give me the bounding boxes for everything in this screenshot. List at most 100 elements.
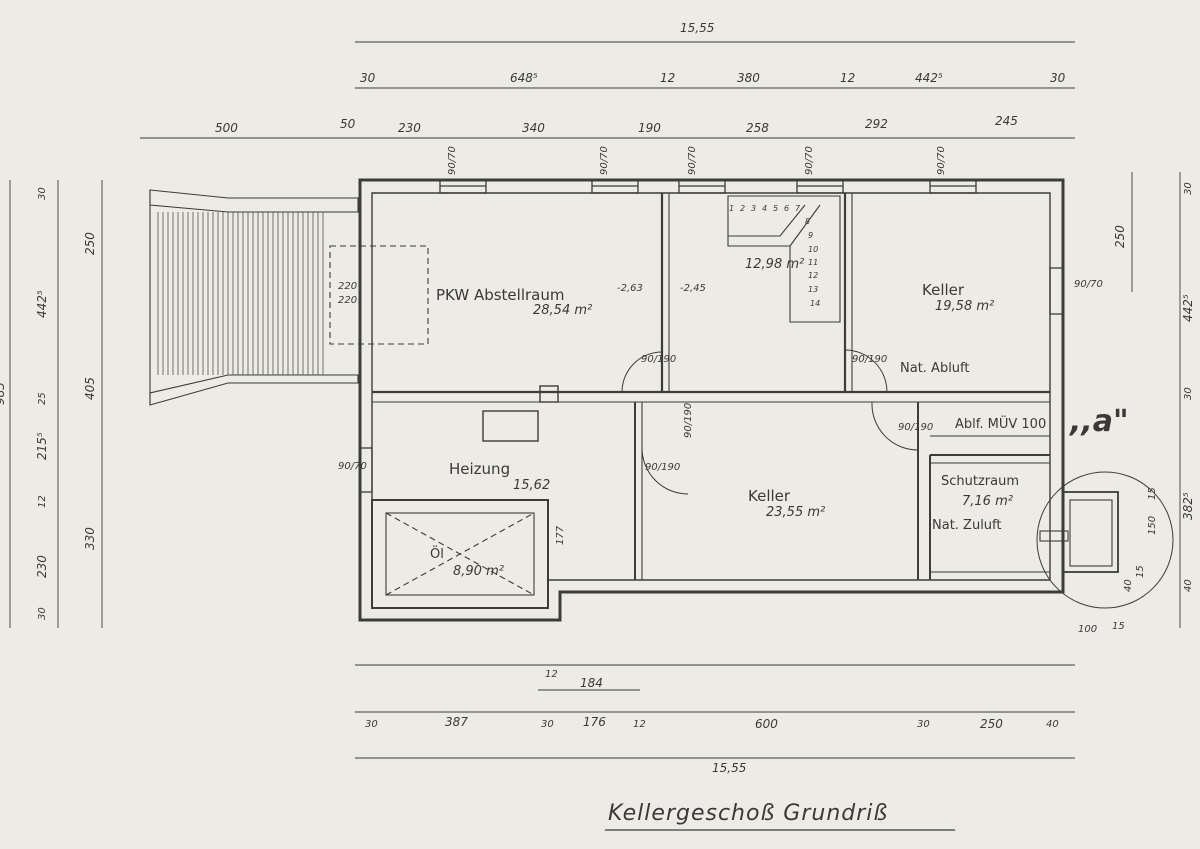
stair-step-number: 8 — [805, 217, 811, 226]
windows-top — [439, 179, 977, 194]
door-size: 90/190 — [641, 354, 677, 365]
label-supply: Nat. Zuluft — [932, 518, 1002, 533]
window-size-east: 90/70 — [1074, 279, 1103, 290]
dim-bottom-row2: 176 — [583, 715, 606, 729]
room-area-stairs: 12,98 m² — [745, 257, 805, 272]
stair-step-number: 6 — [784, 204, 790, 213]
oil-tank-wall-dim: 177 — [555, 525, 566, 545]
dim-right-col2: 40 — [1183, 579, 1194, 592]
dim-bottom-total: 15,55 — [712, 761, 747, 775]
dim-top-row2: 500 — [215, 121, 238, 135]
dim-left-col2: 330 — [83, 527, 97, 550]
dim-top-row1: 12 — [840, 71, 856, 85]
dim-left-col1: 230 — [35, 555, 49, 578]
stair-outline — [727, 195, 841, 323]
dim-top-row2: 50 — [340, 117, 356, 131]
stair-step-number: 4 — [762, 204, 768, 213]
stair-step-number: 9 — [808, 231, 814, 240]
inner-wall-offset — [371, 192, 1051, 609]
dim-detail: 40 — [1123, 579, 1134, 592]
dim-left-col1: 215⁵ — [35, 432, 49, 460]
room-label-garage: PKW Abstellraum — [436, 286, 565, 304]
dim-detail: 15 — [1135, 565, 1146, 578]
dim-bottom-row1: 12 — [545, 669, 558, 680]
dim-detail: 15 — [1112, 621, 1125, 632]
dim-right-col2: 442⁵ — [1181, 294, 1195, 322]
ramp-hatching — [157, 212, 324, 375]
dim-bottom-row2: 30 — [365, 719, 378, 730]
label-exhaust-duct: Ablf. MÜV 100 — [955, 417, 1047, 432]
garage-ramp — [149, 189, 359, 213]
dim-top-total: 15,55 — [680, 21, 715, 35]
dim-top-row1: 442⁵ — [915, 71, 943, 85]
window-west — [359, 447, 373, 493]
window-size: 90/70 — [936, 146, 947, 175]
dim-bottom-row2: 250 — [980, 717, 1003, 731]
window-size: 90/70 — [687, 146, 698, 175]
dim-right-col2: 30 — [1183, 182, 1194, 195]
dim-bottom-row2: 30 — [917, 719, 930, 730]
dim-left-col1: 30 — [37, 607, 48, 620]
stair-step-number: 12 — [808, 271, 819, 280]
room-area-garage: 28,54 m² — [533, 303, 593, 318]
door-size: 90/190 — [683, 402, 694, 438]
oil-tank-room — [371, 499, 549, 609]
dim-left-col1: 30 — [37, 187, 48, 200]
dim-detail: 15 — [1147, 487, 1158, 500]
door-size: 90/190 — [852, 354, 888, 365]
stair-step-number: 1 — [729, 204, 735, 213]
window-size: 90/70 — [447, 146, 458, 175]
dim-top-row1: 380 — [737, 71, 760, 85]
door-size: 90/190 — [645, 462, 681, 473]
door-swings — [621, 349, 919, 495]
window-size-west: 90/70 — [338, 461, 367, 472]
dim-top-row1: 30 — [360, 71, 376, 85]
dim-left-total: 983 — [0, 382, 7, 405]
garage-opening-dim: 220 — [338, 295, 358, 306]
room-area-keller-north: 19,58 m² — [935, 299, 995, 314]
dim-left-col2: 405 — [83, 377, 97, 400]
window-size: 90/70 — [804, 146, 815, 175]
window-size: 90/70 — [599, 146, 610, 175]
dim-top-row2: 230 — [398, 121, 421, 135]
dim-left-col1: 25 — [37, 392, 48, 405]
room-area-schutzraum: 7,16 m² — [962, 494, 1013, 509]
dim-top-row2: 190 — [638, 121, 661, 135]
dim-bottom-row2: 12 — [633, 719, 646, 730]
dim-detail: 150 — [1147, 515, 1158, 535]
garage-opening-dim: 220 — [338, 281, 358, 292]
dim-top-row1: 12 — [660, 71, 676, 85]
dim-bottom-row2: 40 — [1046, 719, 1059, 730]
stair-step-number: 13 — [808, 285, 819, 294]
dim-top-row2: 258 — [746, 121, 769, 135]
dim-top-row2: 292 — [865, 117, 888, 131]
outer-wall — [358, 178, 1065, 622]
stair-step-number: 2 — [740, 204, 746, 213]
room-label-heizung: Heizung — [449, 460, 511, 478]
dim-right-col1: 250 — [1113, 225, 1127, 248]
room-label-oil: Öl — [430, 547, 444, 562]
dim-top-row2: 245 — [995, 114, 1018, 128]
dim-bottom-row2: 600 — [755, 717, 778, 731]
dim-bottom-row1: 184 — [580, 676, 603, 690]
dim-top-row1: 30 — [1050, 71, 1066, 85]
stair-step-number: 10 — [808, 245, 819, 254]
dim-left-col1: 442⁵ — [35, 290, 49, 318]
detail-marker-a: ,,a" — [1070, 404, 1129, 439]
stair-step-number: 3 — [751, 204, 757, 213]
room-label-schutzraum: Schutzraum — [941, 474, 1020, 489]
stair-step-number: 5 — [773, 204, 779, 213]
dim-right-col2: 30 — [1183, 387, 1194, 400]
label-exhaust: Nat. Abluft — [900, 361, 970, 376]
room-area-heizung: 15,62 — [513, 478, 551, 493]
level-badge-garage: -2,63 — [617, 283, 643, 294]
room-label-keller-south: Keller — [748, 487, 791, 505]
dim-left-col2: 250 — [83, 232, 97, 255]
window-east — [1049, 267, 1064, 315]
room-label-keller-north: Keller — [922, 281, 965, 299]
detail-a-circle — [1036, 471, 1174, 609]
dim-right-col2: 382⁵ — [1181, 492, 1195, 520]
dim-top-row2: 340 — [522, 121, 545, 135]
